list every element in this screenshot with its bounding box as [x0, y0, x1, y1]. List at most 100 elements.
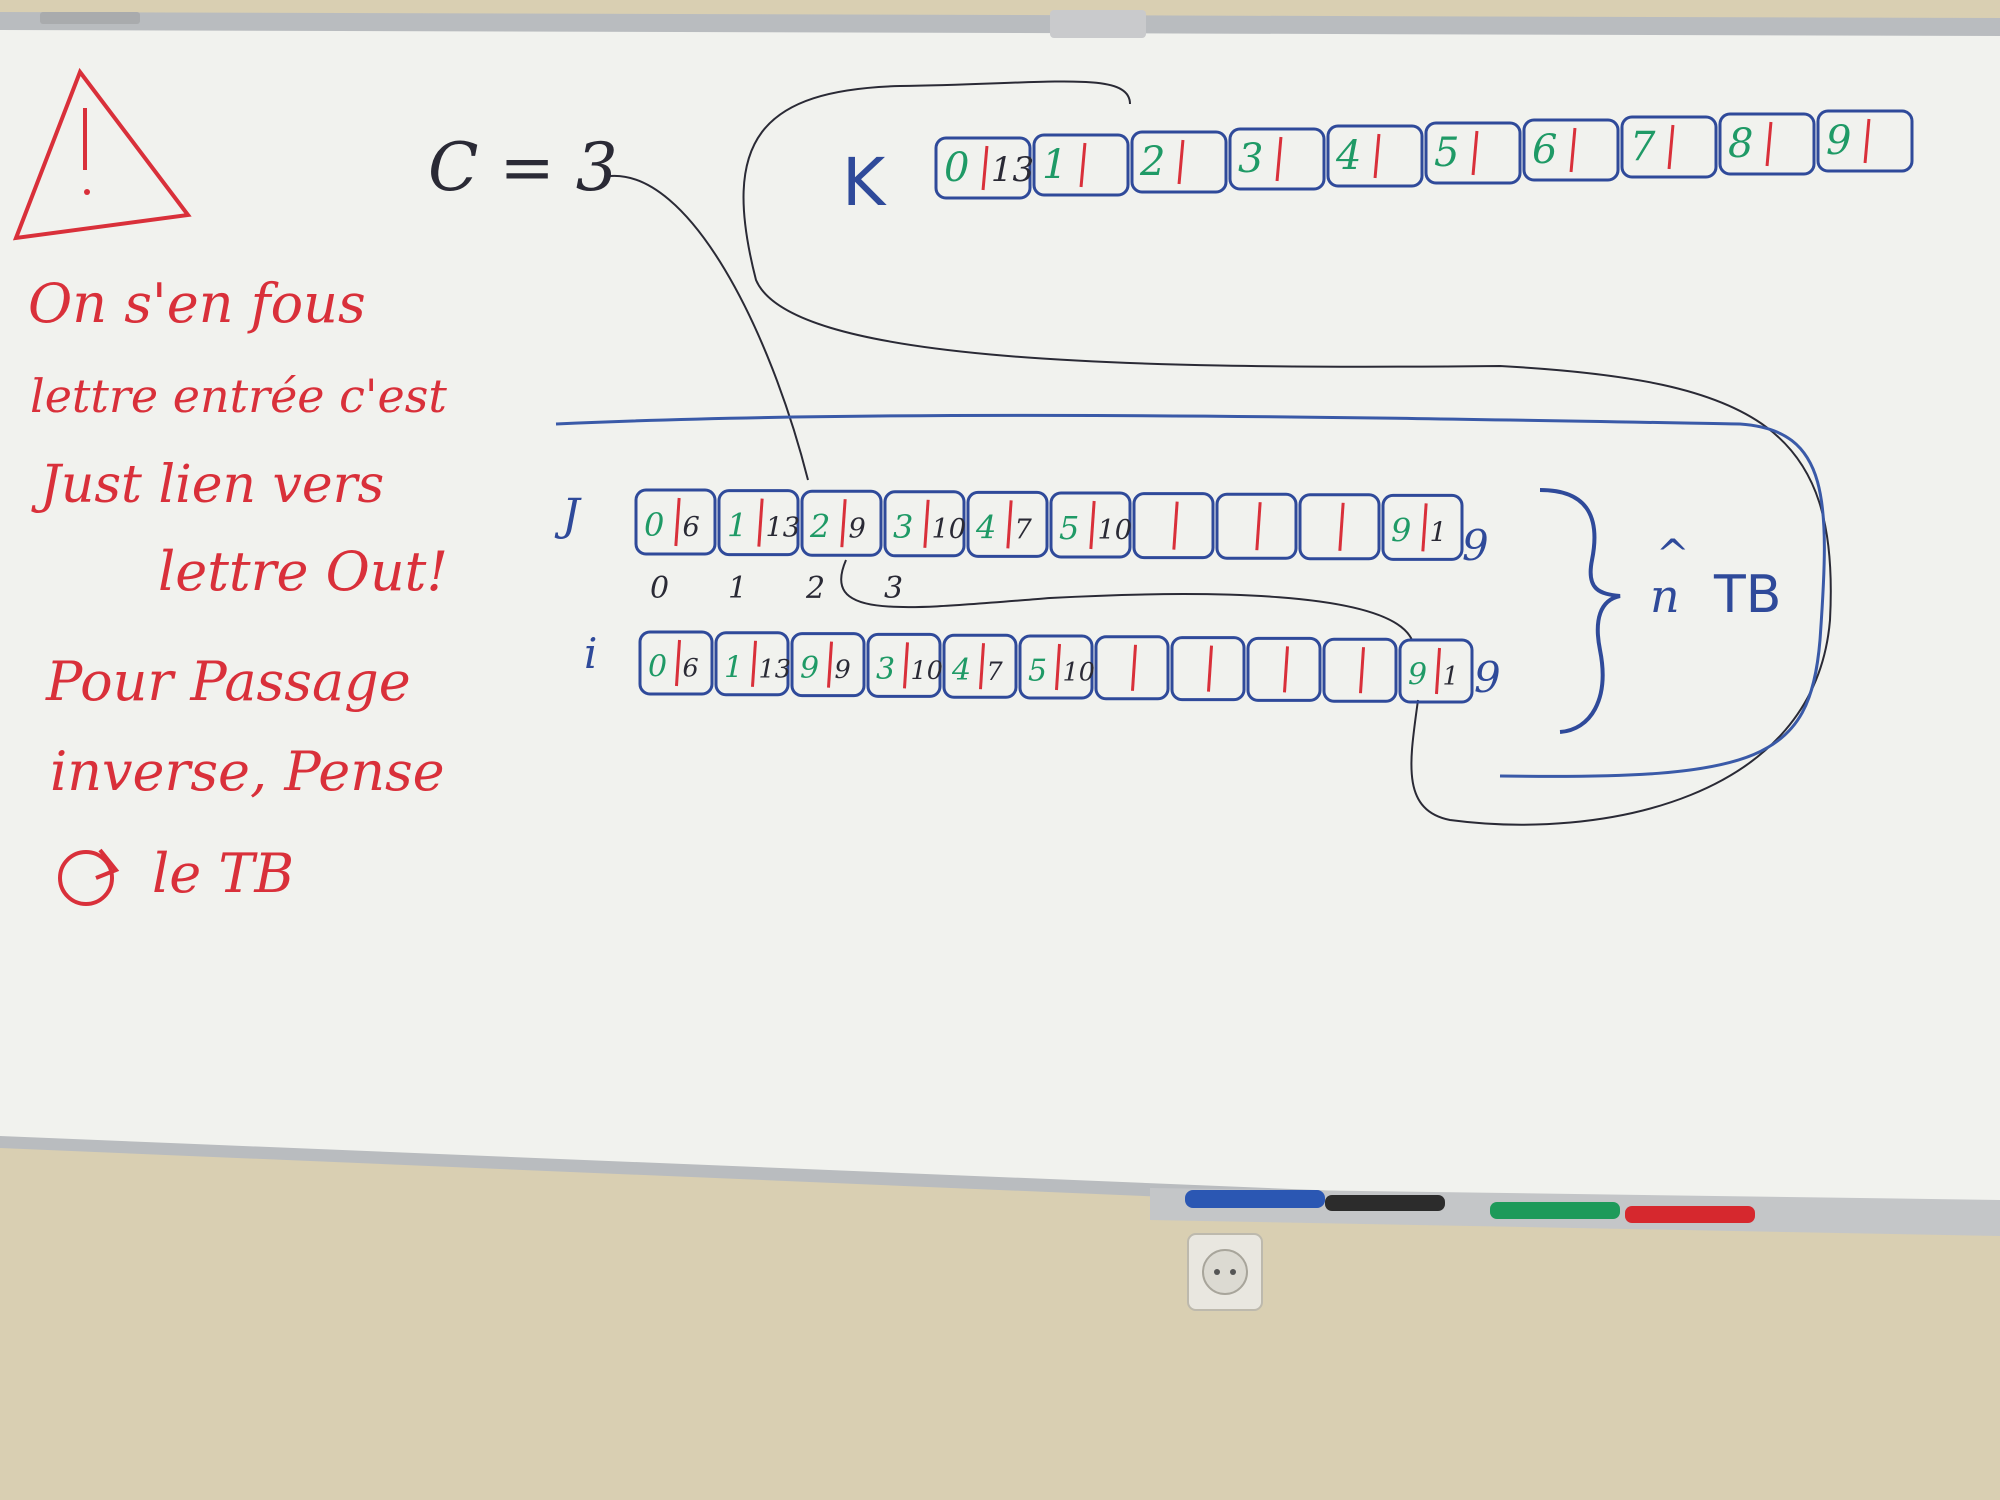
i-cell-index: 3 — [876, 652, 895, 687]
k-cell-index: 9 — [1826, 118, 1851, 164]
j-cell-index: 0 — [644, 506, 664, 544]
note-line-2: lettre entrée c'est — [30, 369, 447, 423]
j-cell-box — [634, 488, 717, 556]
board-clip — [1050, 10, 1146, 38]
j-cell-divider — [1421, 503, 1428, 552]
k-cell-divider — [1667, 124, 1675, 170]
k-label: K — [842, 144, 887, 221]
i-cell-divider — [902, 642, 910, 689]
k-cell: 1 — [1032, 133, 1130, 197]
k-cell-index: 0 — [944, 145, 969, 191]
i-cell-box — [1246, 636, 1322, 702]
k-cell: 0 13 — [934, 136, 1034, 200]
i-cell-box — [1094, 635, 1170, 701]
j-cell-value: 9 — [848, 513, 865, 544]
j-cell-index: 2 — [809, 507, 830, 545]
j-cell-box — [800, 489, 883, 557]
j-cell-value: 1 — [1429, 517, 1446, 548]
k-cell-box — [1620, 115, 1718, 179]
i-cell-value: 9 — [835, 655, 851, 685]
j-cell-divider — [757, 498, 764, 547]
k-cell-index: 3 — [1238, 136, 1263, 182]
black-marker[interactable] — [1325, 1195, 1445, 1211]
k-cell-index: 2 — [1139, 139, 1165, 185]
i-cell-index: 4 — [951, 653, 971, 688]
j-cell-divider — [1338, 502, 1345, 551]
k-cell-divider — [1275, 136, 1283, 182]
markers — [1185, 1190, 1755, 1223]
k-cell-value: 13 — [991, 150, 1034, 190]
i-label: i — [584, 629, 597, 678]
i-cell-index: 0 — [648, 650, 667, 685]
i-cell-divider — [1282, 646, 1290, 693]
i-cell-divider — [1054, 643, 1062, 691]
c-label: C = 3 — [428, 129, 618, 206]
j-cell-value: 10 — [931, 514, 966, 545]
i-cell-box — [714, 631, 790, 697]
j-cell-box — [966, 490, 1049, 558]
k-cell: 4 — [1326, 124, 1424, 188]
warning-icon — [12, 67, 192, 241]
i-cell-box — [1322, 637, 1398, 703]
j-cell-divider — [1172, 501, 1179, 550]
j-cell-index: 3 — [893, 508, 913, 546]
note-line-7: le TB — [152, 842, 294, 905]
i-cell-box — [1398, 638, 1474, 704]
k-cell-box — [1326, 124, 1424, 188]
j-cell-box — [1049, 491, 1132, 559]
i-cell-box — [638, 630, 714, 696]
red-marker[interactable] — [1625, 1206, 1755, 1223]
k-cell: 2 — [1130, 130, 1228, 194]
j-cell-divider — [840, 499, 847, 548]
i-cell-index: 1 — [724, 650, 743, 685]
k-cell-divider — [1863, 118, 1871, 164]
i-cell-value: 1 — [1443, 662, 1459, 692]
k-cell-box — [1522, 118, 1620, 182]
i-cell — [1094, 635, 1170, 701]
j-index-number: 1 — [728, 571, 747, 606]
k-cell-index: 8 — [1728, 121, 1753, 167]
j-index-number: 0 — [650, 571, 669, 606]
note-line-3: Just lien vers — [31, 455, 384, 515]
i-cell-divider — [1434, 647, 1442, 695]
j-cell: 3 10 — [883, 490, 966, 558]
i-cell-divider — [750, 640, 758, 687]
k-cell-divider — [1569, 127, 1577, 173]
j-cell-box — [883, 490, 966, 558]
j-index-number: 2 — [805, 571, 825, 606]
i-cell-divider — [978, 643, 986, 690]
connector-lines — [609, 80, 1832, 826]
i-cell-index: 9 — [800, 651, 819, 686]
green-marker[interactable] — [1490, 1202, 1620, 1219]
i-cell-divider — [1130, 644, 1138, 691]
k-cell-divider — [981, 145, 989, 191]
blue-marker[interactable] — [1185, 1190, 1325, 1208]
k-cell-box — [1228, 127, 1326, 191]
j-cell-divider — [1006, 500, 1013, 549]
note-line-4: lettre Out! — [158, 540, 448, 603]
j-cell-box — [717, 489, 800, 557]
j-cell-divider — [923, 499, 930, 548]
j-cell-index: 5 — [1059, 509, 1079, 547]
k-cell-divider — [1471, 130, 1479, 176]
k-cell-index: 6 — [1532, 127, 1557, 173]
k-cell-index: 5 — [1434, 130, 1459, 176]
i-cell-value: 10 — [1063, 658, 1095, 688]
k-cell-box — [934, 136, 1032, 200]
i-cell-box — [942, 633, 1018, 699]
k-cell-box — [1130, 130, 1228, 194]
note-line-1: On s'en fous — [28, 272, 366, 335]
j-cell-divider — [1089, 500, 1096, 550]
j-after: 9 — [1462, 521, 1489, 570]
j-cell-value: 7 — [1014, 514, 1032, 545]
k-cell-index: 1 — [1042, 142, 1067, 188]
i-cell-value: 7 — [987, 657, 1004, 687]
